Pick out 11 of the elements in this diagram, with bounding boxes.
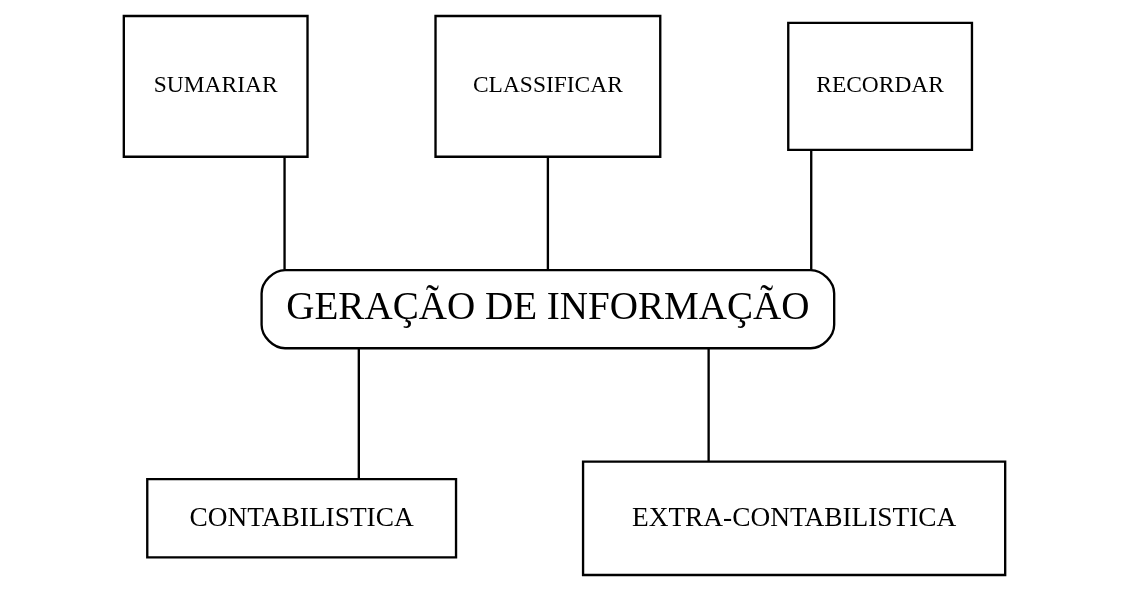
connector — [546, 156, 549, 270]
connector — [706, 348, 710, 461]
connector — [282, 156, 286, 270]
node-box: GERAÇÃO DE INFORMAÇÃO — [259, 268, 835, 350]
node-box: CLASSIFICAR — [433, 14, 661, 158]
node-box: EXTRA-CONTABILISTICA — [581, 460, 1006, 577]
connector — [809, 150, 812, 270]
node-box: RECORDAR — [786, 21, 973, 152]
node-box: CONTABILISTICA — [145, 478, 457, 559]
node-box: SUMARIAR — [122, 14, 309, 158]
connector — [357, 348, 360, 480]
